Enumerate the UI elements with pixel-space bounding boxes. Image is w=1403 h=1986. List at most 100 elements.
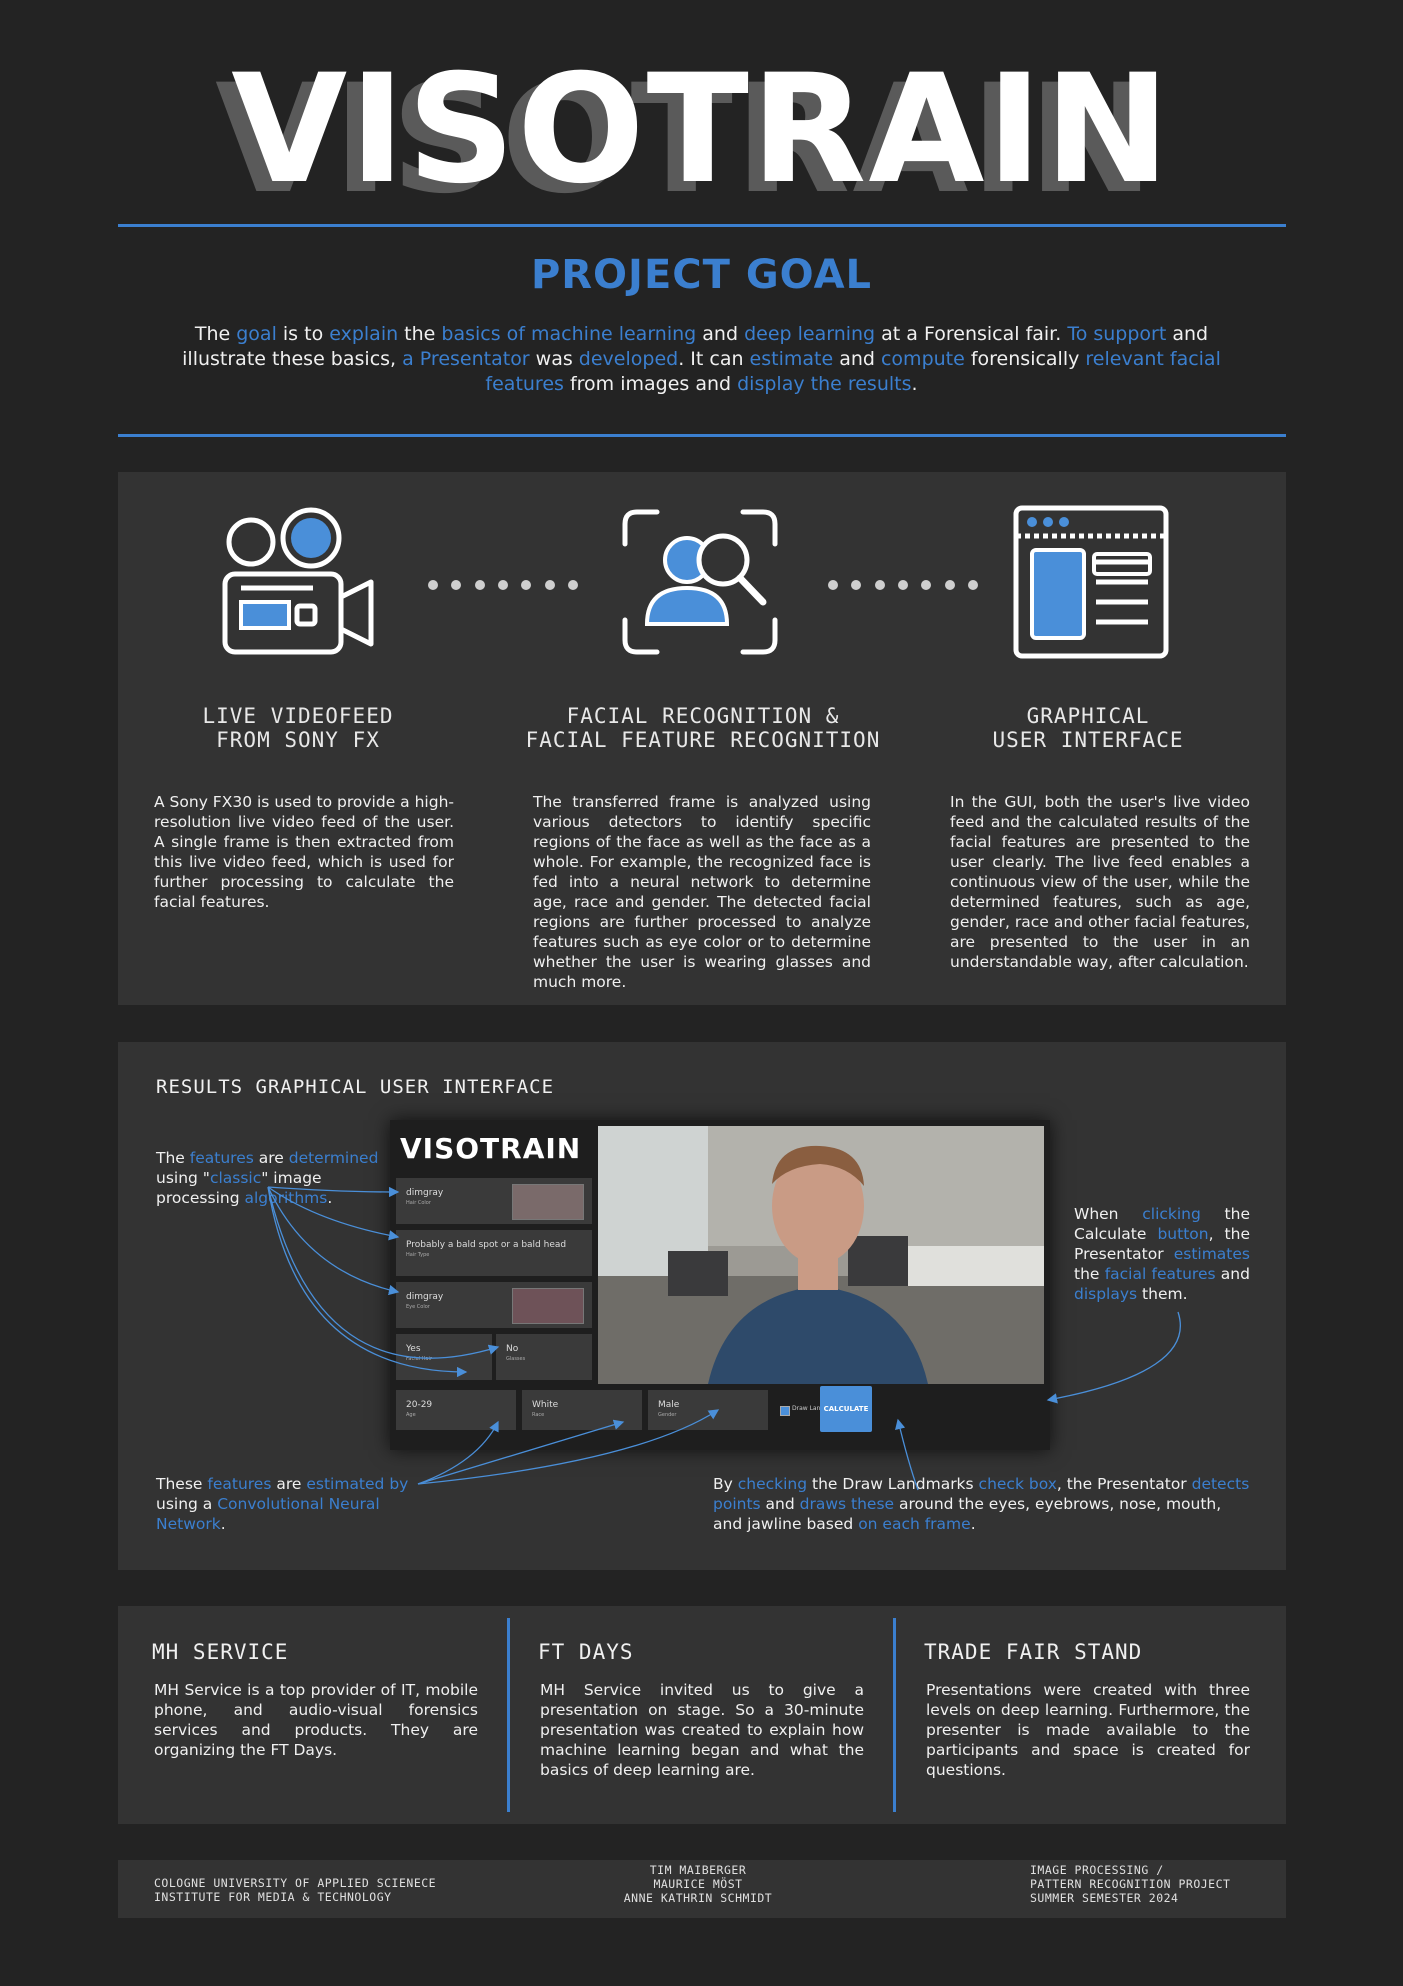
highlight-text: goal — [236, 323, 277, 345]
highlight-text: detects points — [713, 1475, 1250, 1513]
title-text: VISOTRAIN — [231, 43, 1172, 217]
step-2-title: FACIAL RECOGNITION &FACIAL FEATURE RECOG… — [525, 704, 881, 752]
plain-text: , the Presentator — [1056, 1475, 1192, 1493]
highlight-text: check box — [978, 1475, 1057, 1493]
highlight-text: determined — [288, 1149, 379, 1167]
trade-fair-text: Presentations were created with three le… — [926, 1681, 1250, 1779]
results-heading: RESULTS GRAPHICAL USER INTERFACE — [156, 1076, 555, 1098]
step-1-text: A Sony FX30 is used to provide a high-re… — [154, 793, 454, 911]
calculate-button[interactable]: CALCULATE — [820, 1386, 872, 1432]
plain-text: are — [253, 1149, 289, 1167]
plain-text: at a Forensical fair. — [875, 323, 1068, 345]
live-video-feed — [598, 1126, 1044, 1384]
plain-text: was — [529, 348, 579, 370]
plain-text: using a — [156, 1495, 218, 1513]
goal-text: The goal is to explain the basics of mac… — [170, 322, 1233, 397]
face-scan-icon — [615, 502, 785, 662]
highlight-text: on each frame — [858, 1515, 971, 1533]
highlight-text: facial features — [1104, 1265, 1216, 1283]
highlight-text: Convolutional Neural Network — [156, 1495, 380, 1533]
ft-days-title: FT DAYS — [538, 1640, 634, 1664]
draw-landmarks-label: Draw Landmarks — [792, 1405, 843, 1412]
footer-course: IMAGE PROCESSING /PATTERN RECOGNITION PR… — [1030, 1863, 1231, 1905]
title-shadow: VISOTRAIN — [215, 53, 1156, 227]
connector-dots-1 — [428, 580, 578, 592]
divider-goal — [118, 434, 1286, 437]
plain-text: around the eyes, eyebrows, nose, mouth, … — [713, 1495, 1222, 1533]
poster-title: VISOTRAIN VISOTRAIN — [0, 43, 1403, 220]
trade-fair-title: TRADE FAIR STAND — [924, 1640, 1143, 1664]
note-classic-algorithms: The features are determined using "class… — [156, 1148, 381, 1208]
plain-text: and — [696, 323, 745, 345]
highlight-text: button — [1157, 1225, 1209, 1243]
plain-text: and — [1215, 1265, 1250, 1283]
plain-text: and illustrate these basics, — [182, 323, 1209, 370]
divider-top — [118, 224, 1286, 227]
plain-text: When — [1074, 1205, 1143, 1223]
mh-service-text: MH Service is a top provider of IT, mobi… — [154, 1681, 478, 1759]
draw-landmarks-checkbox[interactable] — [780, 1406, 790, 1416]
plain-text: . It can — [678, 348, 750, 370]
info-panel: MH SERVICE MH Service is a top provider … — [118, 1606, 1286, 1824]
plain-text: the — [1074, 1265, 1105, 1283]
plain-text: forensically — [964, 348, 1086, 370]
highlight-text: relevant facial features — [485, 348, 1221, 395]
eye-color-swatch — [512, 1288, 584, 1324]
plain-text: using " — [156, 1169, 210, 1187]
plain-text: and — [760, 1495, 800, 1513]
highlight-text: deep learning — [744, 323, 876, 345]
plain-text: from images and — [563, 373, 738, 395]
mh-service-title: MH SERVICE — [152, 1640, 289, 1664]
plain-text: " image processing — [156, 1169, 322, 1207]
note-calculate: When clicking the Calculate button, the … — [1074, 1204, 1250, 1304]
highlight-text: clicking — [1142, 1205, 1201, 1223]
highlight-text: display the results — [737, 373, 912, 395]
plain-text: the Draw Landmarks — [807, 1475, 979, 1493]
highlight-text: estimate — [749, 348, 834, 370]
highlight-text: To support — [1067, 323, 1167, 345]
plain-text: By — [713, 1475, 738, 1493]
hair-color-swatch — [512, 1184, 584, 1220]
ft-days-text: MH Service invited us to give a presenta… — [540, 1681, 864, 1779]
plain-text: , the Presentator — [1074, 1225, 1250, 1263]
highlight-text: features — [207, 1475, 272, 1493]
highlight-text: compute — [880, 348, 965, 370]
video-camera-icon — [213, 502, 383, 662]
highlight-text: explain — [329, 323, 399, 345]
plain-text: . — [911, 373, 918, 395]
plain-text: and — [833, 348, 881, 370]
highlight-text: basics of machine learning — [441, 323, 697, 345]
highlight-text: checking — [737, 1475, 808, 1493]
gui-logo: VISOTRAIN — [400, 1132, 582, 1165]
highlight-text: estimated by — [306, 1475, 409, 1493]
step-3-text: In the GUI, both the user's live video f… — [950, 793, 1250, 971]
plain-text: . — [327, 1189, 333, 1207]
step-2-text: The transferred frame is analyzed using … — [533, 793, 871, 991]
note-landmarks: By checking the Draw Landmarks check box… — [713, 1474, 1253, 1534]
plain-text: the — [398, 323, 442, 345]
plain-text: are — [271, 1475, 307, 1493]
info-divider-2 — [893, 1618, 896, 1812]
info-divider-1 — [507, 1618, 510, 1812]
app-window-icon — [1008, 502, 1178, 662]
highlight-text: developed — [578, 348, 679, 370]
plain-text: These — [156, 1475, 208, 1493]
plain-text: . — [970, 1515, 976, 1533]
highlight-text: a Presentator — [402, 348, 530, 370]
connector-dots-2 — [828, 580, 978, 592]
highlight-text: estimates — [1173, 1245, 1250, 1263]
plain-text: The — [194, 323, 237, 345]
highlight-text: features — [189, 1149, 254, 1167]
plain-text: The — [156, 1149, 190, 1167]
plain-text: . — [220, 1515, 226, 1533]
